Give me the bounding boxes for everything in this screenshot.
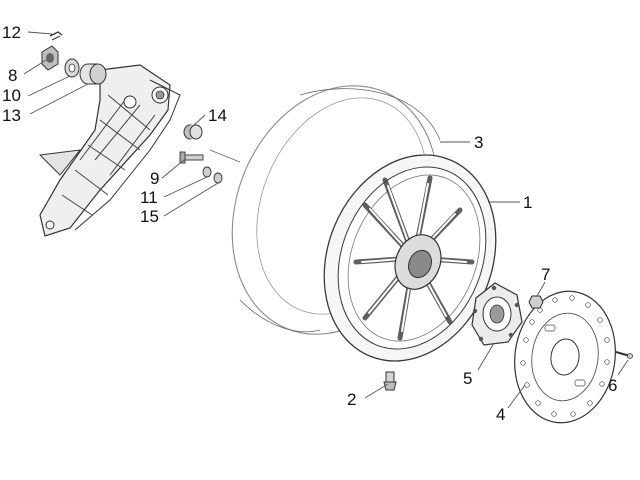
callout-7: 7 (541, 265, 550, 284)
axle-nut (41, 45, 59, 71)
callout-12: 12 (2, 23, 21, 42)
axis-line (209, 149, 241, 163)
callout-5: 5 (463, 369, 472, 388)
washer (64, 58, 80, 78)
spacer (79, 63, 107, 85)
callout-15: 15 (140, 207, 159, 226)
callout-11: 11 (140, 188, 158, 207)
bushing (183, 124, 203, 140)
callout-2: 2 (347, 390, 356, 409)
callout-3: 3 (474, 133, 483, 152)
callout-9: 9 (150, 169, 159, 188)
valve (383, 371, 397, 391)
callout-1: 1 (523, 193, 532, 212)
swing-arm-bolt (179, 151, 204, 164)
callout-14: 14 (208, 106, 227, 125)
flange-nut (528, 295, 544, 309)
bolt-washer (202, 166, 223, 184)
leader-lines (23, 31, 629, 409)
callout-6: 6 (608, 376, 617, 395)
swing-arm (38, 64, 181, 237)
callout-labels: 1 2 3 4 5 6 7 8 9 10 11 12 13 14 15 (2, 23, 617, 424)
callout-10: 10 (2, 86, 21, 105)
callout-8: 8 (8, 66, 17, 85)
disc-screw (615, 351, 633, 359)
cotter-pin (49, 31, 63, 41)
wheel-rim (323, 154, 497, 362)
disc-flange (471, 282, 523, 346)
callout-13: 13 (2, 106, 21, 125)
brake-disc (514, 290, 616, 424)
callout-4: 4 (496, 405, 505, 424)
